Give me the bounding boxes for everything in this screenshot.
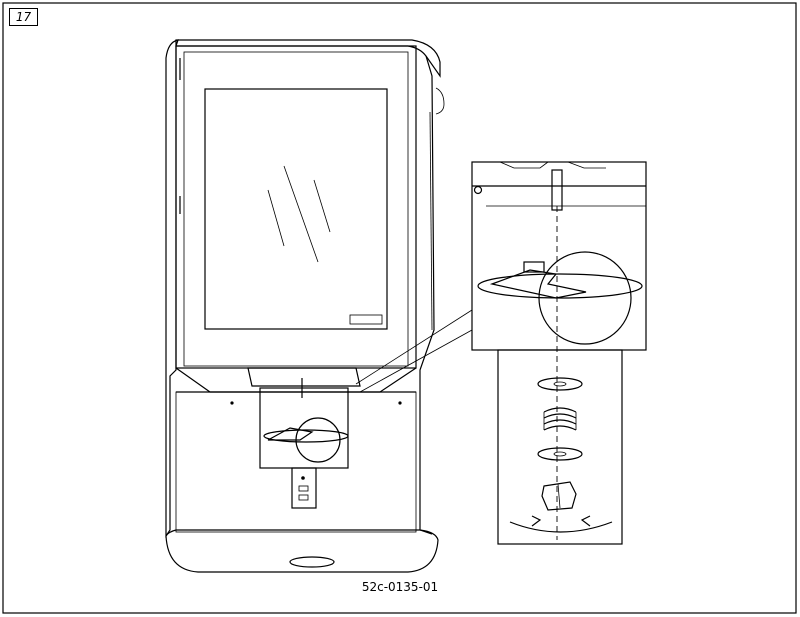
control-plate — [291, 467, 317, 509]
door-frame — [175, 45, 417, 369]
part-number-label: 52c-0135-01 — [361, 580, 439, 594]
stove-body — [165, 39, 445, 573]
rotation-arrow — [509, 521, 613, 533]
washer-bottom — [537, 447, 583, 461]
washer-top — [537, 377, 583, 391]
step-number: 17 — [9, 8, 38, 26]
damper-detail-small — [259, 387, 349, 469]
callout-line — [355, 309, 473, 385]
spring — [543, 407, 577, 431]
nut — [541, 481, 577, 511]
base-opening — [289, 556, 335, 568]
door-glass — [204, 88, 388, 330]
callout-line — [359, 329, 473, 393]
door-handle — [349, 314, 383, 325]
exploded-parts — [497, 206, 623, 545]
damper-detail-zoom — [471, 161, 647, 351]
damper-shaft — [551, 169, 563, 211]
